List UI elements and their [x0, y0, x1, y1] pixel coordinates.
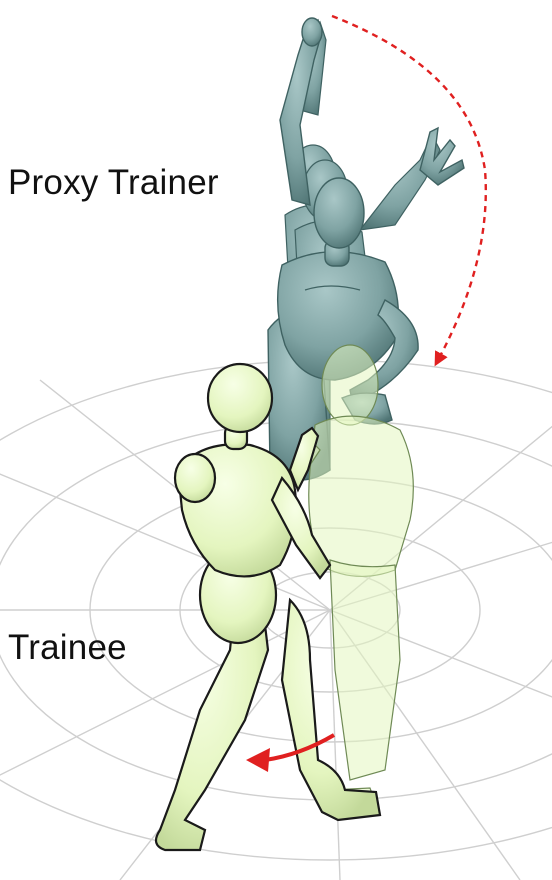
trainee-label: Trainee [8, 628, 127, 668]
proxy-trainer-label: Proxy Trainer [8, 163, 219, 203]
